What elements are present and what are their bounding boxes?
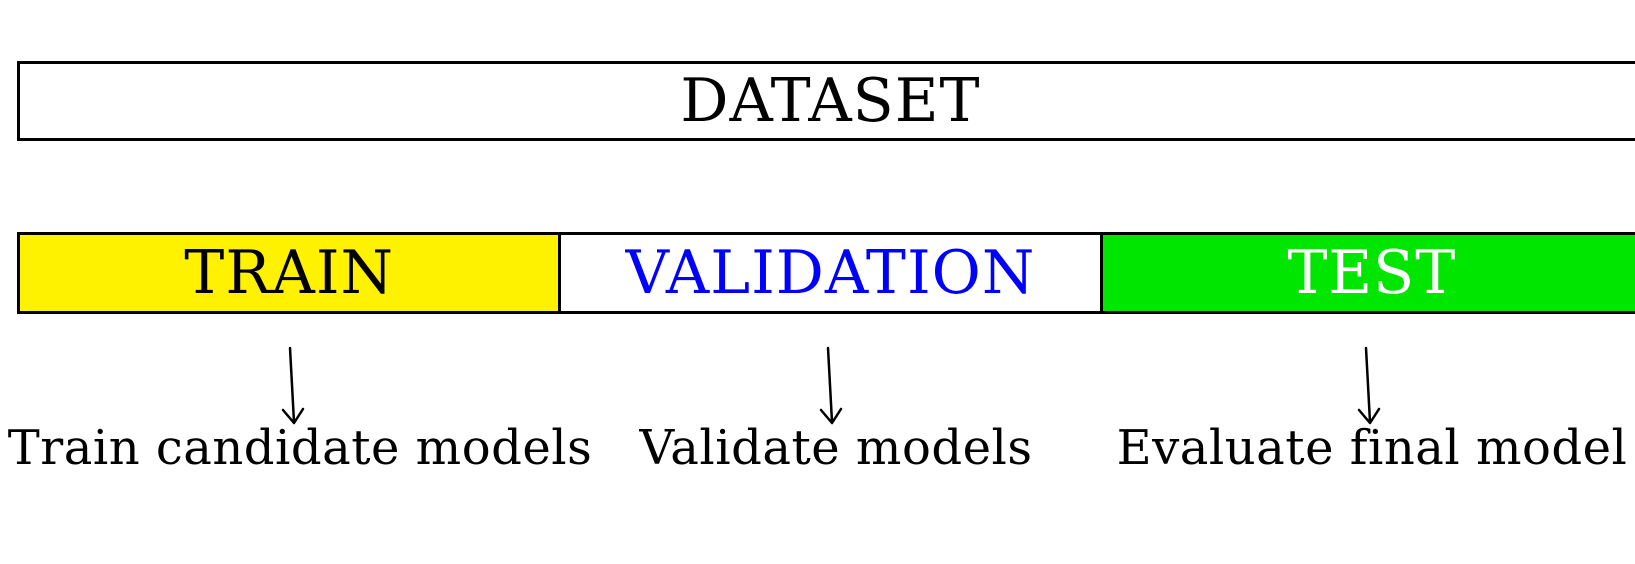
train-label: TRAIN: [184, 238, 395, 308]
validation-caption: Validate models: [639, 420, 1033, 476]
validation-segment: VALIDATION: [558, 235, 1100, 311]
test-segment: TEST: [1099, 235, 1635, 311]
test-caption: Evaluate final model: [1116, 420, 1628, 476]
arrow-down-icon: [1357, 346, 1381, 425]
split-bar: TRAIN VALIDATION TEST: [17, 232, 1635, 314]
validation-label: VALIDATION: [625, 238, 1036, 308]
dataset-box: DATASET: [17, 61, 1635, 141]
dataset-label: DATASET: [680, 66, 981, 136]
train-caption: Train candidate models: [7, 420, 593, 476]
arrow-down-icon: [819, 346, 843, 425]
test-label: TEST: [1287, 238, 1457, 308]
train-segment: TRAIN: [20, 235, 559, 311]
arrow-down-icon: [281, 346, 305, 425]
